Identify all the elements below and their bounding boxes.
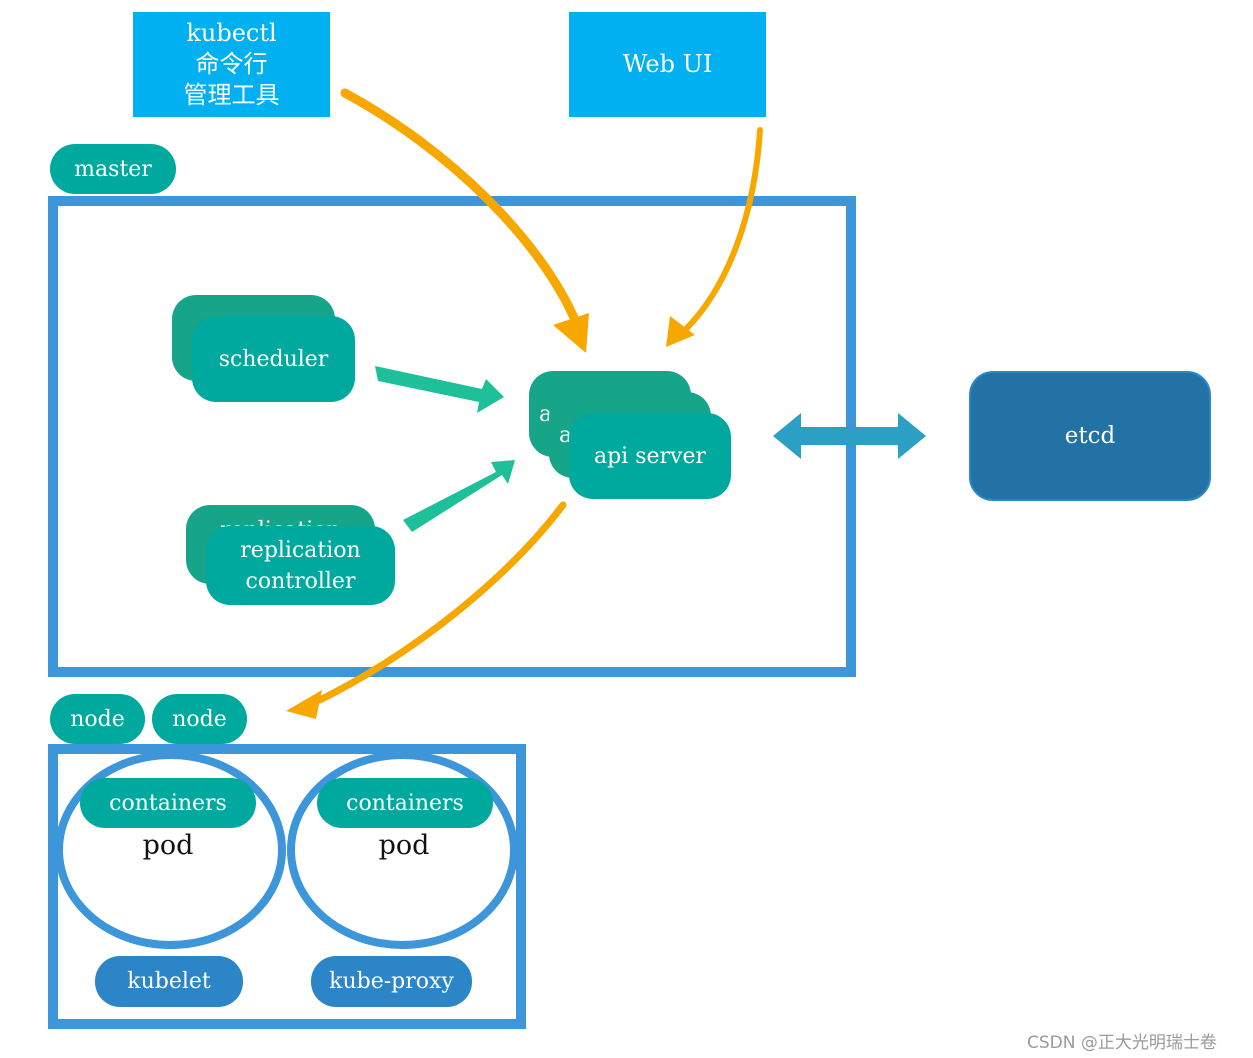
webui-label: Web UI bbox=[622, 50, 713, 78]
kubelet-box: kubelet bbox=[95, 956, 243, 1007]
api-server-back-text-1: a bbox=[539, 401, 553, 427]
webui-box: Web UI bbox=[569, 12, 766, 117]
pod-ring-2 bbox=[287, 751, 518, 949]
master-label: master bbox=[50, 144, 176, 194]
api-to-node-arrow-head bbox=[286, 690, 322, 719]
scheduler-box: scheduler bbox=[192, 316, 355, 402]
kubectl-label-line3: 管理工具 bbox=[183, 81, 280, 109]
api-server-back-text-2: a bbox=[559, 422, 573, 448]
replication-controller-box: replication controller bbox=[206, 526, 395, 605]
node-label-2: node bbox=[152, 694, 247, 744]
etcd-box: etcd bbox=[969, 371, 1211, 501]
containers-1: containers bbox=[80, 778, 256, 828]
node-frame bbox=[48, 744, 526, 1029]
master-frame bbox=[48, 196, 856, 677]
kubectl-box: kubectl 命令行 管理工具 bbox=[133, 12, 330, 117]
node-label-1: node bbox=[50, 694, 145, 744]
kube-proxy-box: kube-proxy bbox=[311, 956, 472, 1007]
pod-ring-1 bbox=[55, 751, 286, 949]
watermark: CSDN @正大光明瑞士卷 bbox=[1027, 1033, 1217, 1053]
replication-controller-label-line2: controller bbox=[245, 568, 356, 594]
api-server-box: api server bbox=[569, 413, 731, 499]
replication-controller-label-line1: replication bbox=[240, 537, 361, 563]
kubectl-label-line2: 命令行 bbox=[195, 50, 268, 78]
kubectl-label: kubectl bbox=[186, 19, 277, 47]
containers-2: containers bbox=[317, 778, 493, 828]
pod-label-1: pod bbox=[142, 830, 194, 861]
pod-label-2: pod bbox=[378, 830, 430, 861]
